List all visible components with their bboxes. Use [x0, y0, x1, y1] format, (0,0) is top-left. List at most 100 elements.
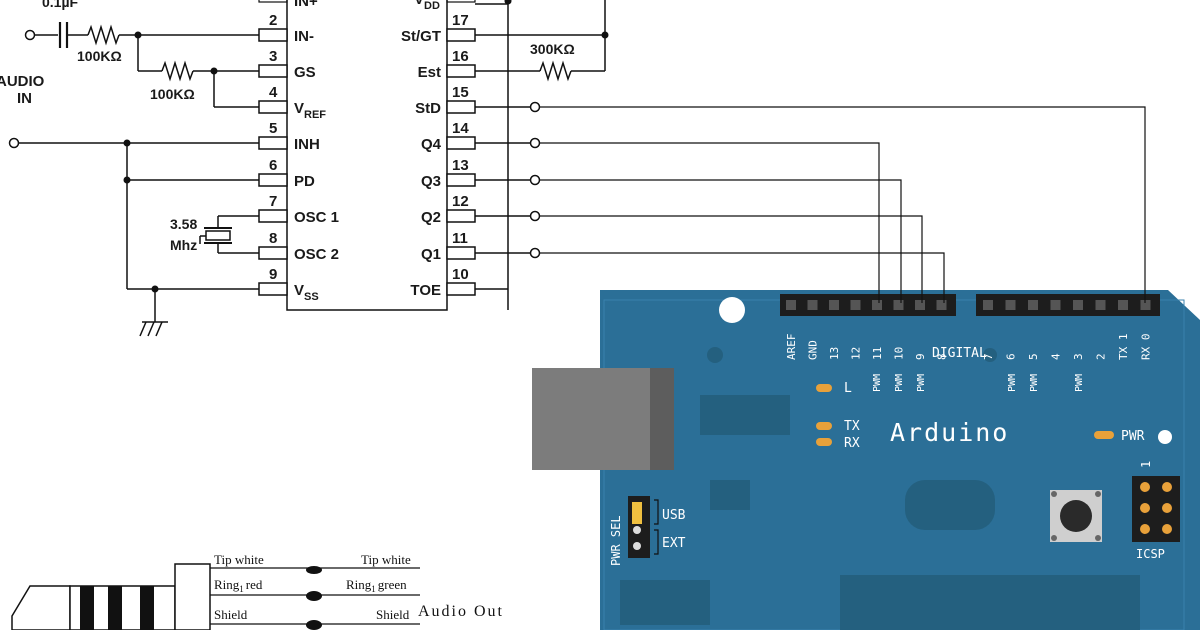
led-rx	[816, 438, 832, 446]
ic-pin-number: 4	[269, 84, 278, 101]
reset-button	[1050, 490, 1102, 542]
crystal-label-freq: 3.58	[170, 216, 197, 232]
header-pin	[1118, 300, 1128, 310]
header-pin-label: TX 1	[1117, 334, 1130, 361]
pwm-label: PWM	[894, 374, 905, 392]
ic-pin-number: 6	[269, 157, 277, 174]
header-pin	[983, 300, 993, 310]
pwm-label: PWM	[916, 374, 927, 392]
ic-pin-number: 17	[452, 12, 469, 29]
audio-in-label-1: AUDIO	[0, 73, 45, 90]
ic-pin-number: 9	[269, 266, 277, 283]
ic-pin-name: Q4	[421, 136, 442, 153]
ic-pin-number: 7	[269, 193, 277, 210]
header-right	[976, 294, 1160, 316]
header-left	[780, 294, 956, 316]
ic-pin-name: Est	[418, 64, 441, 81]
header-pin	[807, 300, 818, 310]
header-pin-label: GND	[807, 340, 820, 360]
header-pin	[872, 300, 882, 310]
crystal-label-unit: Mhz	[170, 237, 197, 253]
header-pin	[893, 300, 904, 310]
pwr-sel-label: PWR SEL	[609, 515, 623, 566]
header-pin	[1050, 300, 1061, 310]
icsp-header	[1132, 476, 1180, 542]
header-pin-label: 9	[914, 353, 927, 360]
pwm-label: PWM	[1074, 374, 1085, 392]
audio-jack	[11, 563, 420, 630]
ic-pin-name: PD	[294, 173, 315, 190]
power-select-jumper	[628, 496, 659, 558]
header-pin-label: 10	[893, 347, 906, 360]
digital-label: DIGITAL	[932, 346, 987, 361]
header-pin-label: 5	[1027, 353, 1040, 360]
ic-pin-number: 3	[269, 48, 277, 65]
header-pin-label: 7	[982, 353, 995, 360]
ic-pin-left: 6PD	[258, 157, 315, 190]
header-pin	[1095, 300, 1106, 310]
led-l-label: L	[844, 381, 852, 396]
icsp-pin	[1162, 482, 1172, 492]
ic-pin-number: 8	[269, 230, 277, 247]
ic-pin-name: Q3	[421, 173, 441, 190]
ic-pin-name: Q2	[421, 209, 441, 226]
header-pin	[1140, 300, 1151, 310]
header-pin	[829, 300, 839, 310]
header-pin-label: RX 0	[1140, 334, 1153, 361]
header-pins-right	[983, 300, 1151, 310]
resistor-r2-label: 100KΩ	[150, 86, 195, 102]
ic-pin-name: IN-	[294, 28, 314, 45]
header-pin-label: 12	[850, 347, 863, 360]
pwm-label: PWM	[1007, 374, 1018, 392]
ic-pin-name: Q1	[421, 246, 441, 263]
header-pin-label: 3	[1072, 353, 1085, 360]
header-pin-label: 2	[1095, 353, 1108, 360]
led-l	[816, 384, 832, 392]
header-pin	[850, 300, 861, 310]
jack-tip-left: Tip white	[214, 552, 264, 567]
ic-pin-number: 11	[452, 230, 468, 247]
icsp-pin	[1140, 482, 1150, 492]
header-pin-label: 4	[1050, 353, 1063, 360]
ic-pin-number: 15	[452, 84, 469, 101]
ground-icon	[139, 321, 168, 337]
header-pin	[1073, 300, 1083, 310]
icsp-pin	[1140, 524, 1150, 534]
inh-terminal	[8, 137, 20, 149]
pwm-label: PWM	[872, 374, 883, 392]
ext-label: EXT	[662, 536, 686, 551]
led-tx-label: TX	[844, 419, 860, 434]
signal-wire	[540, 179, 902, 303]
jack-shield-left: Shield	[214, 607, 248, 622]
ic-pin-name: GS	[294, 64, 316, 81]
header-pin	[1028, 300, 1038, 310]
ic-pin-name: VREF	[294, 100, 326, 121]
pwm-label: PWM	[1029, 374, 1040, 392]
arduino-logo-text: Arduino	[890, 418, 1009, 447]
ic-pin-name: OSC 2	[294, 246, 339, 263]
led-tx	[816, 422, 832, 430]
header-pin-label: AREF	[785, 334, 798, 361]
icsp-pin	[1162, 524, 1172, 534]
ic-pin-number: 16	[452, 48, 469, 65]
header-pin	[1005, 300, 1016, 310]
signal-wire	[540, 142, 880, 303]
crystal-icon	[199, 215, 259, 254]
mounting-hole	[719, 297, 745, 323]
capacitor-label: 0.1µF	[42, 0, 79, 10]
signal-wires	[475, 101, 1146, 303]
audio-out-label: Audio Out	[418, 603, 504, 620]
icsp-label: ICSP	[1136, 547, 1165, 561]
